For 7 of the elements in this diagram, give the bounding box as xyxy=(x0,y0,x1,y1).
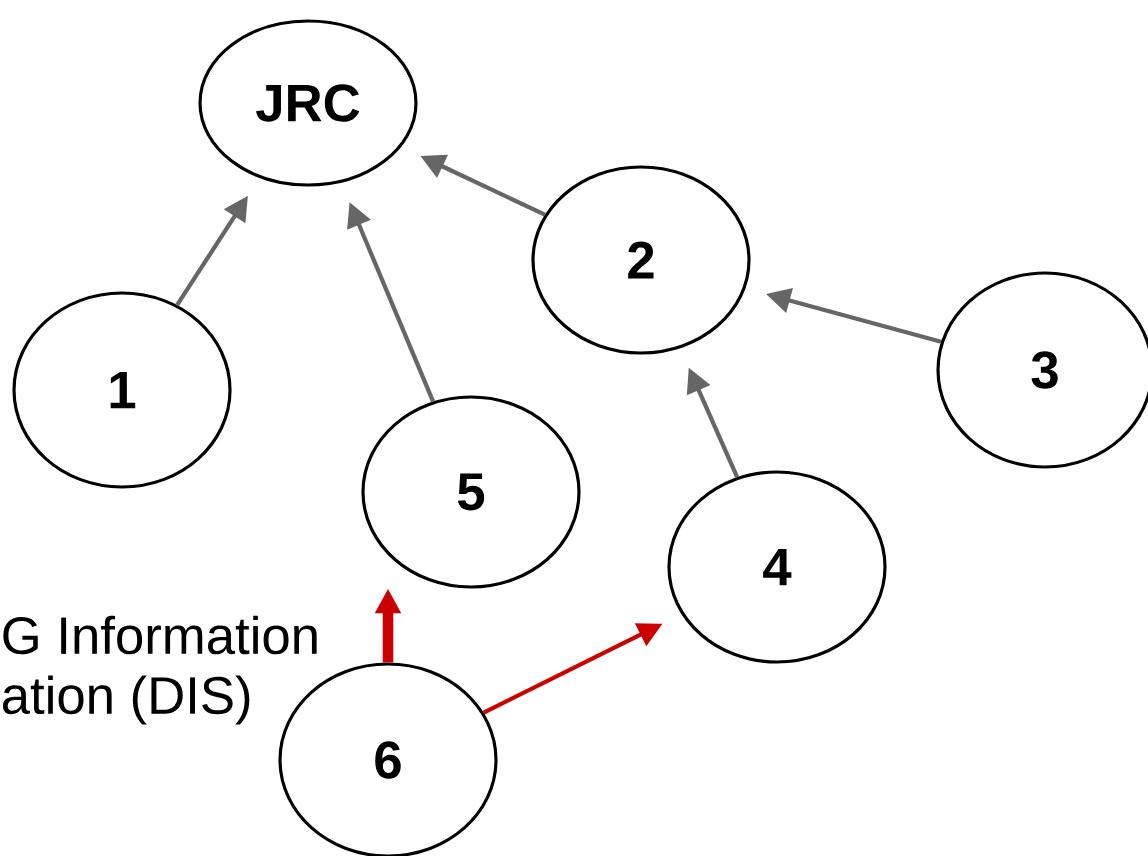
ellipse-node: 2 xyxy=(531,165,751,355)
ellipse-node: 1 xyxy=(12,291,232,489)
ellipse-node: 5 xyxy=(361,395,581,589)
text-label: ation (DIS) xyxy=(2,675,250,725)
ellipse-node: JRC xyxy=(198,19,418,187)
ellipse-node: 4 xyxy=(667,470,887,664)
text-label: G Information xyxy=(3,615,317,655)
